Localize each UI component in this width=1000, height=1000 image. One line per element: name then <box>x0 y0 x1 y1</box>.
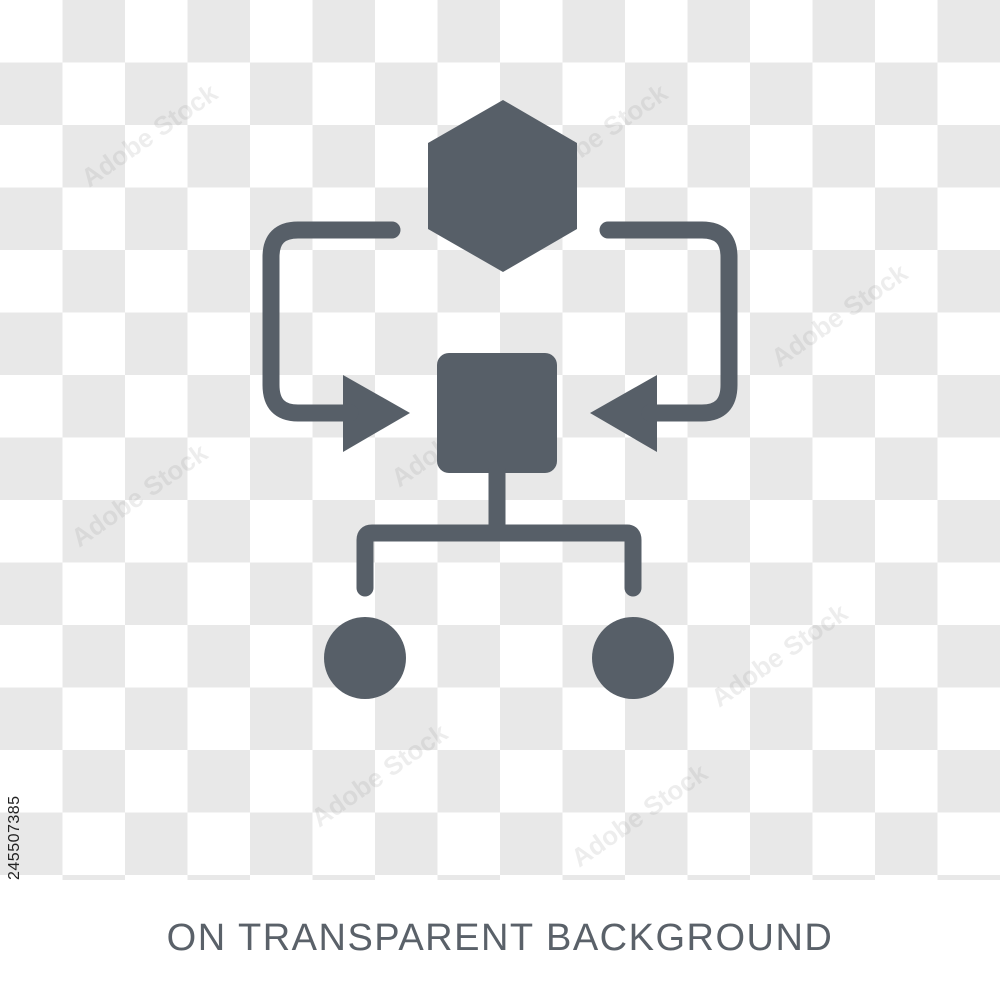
arrow-path-right <box>599 221 738 422</box>
caption-text: ON TRANSPARENT BACKGROUND <box>166 917 834 959</box>
hexagon-node <box>428 100 577 272</box>
square-node <box>437 353 557 473</box>
connector-branch <box>356 524 642 597</box>
arrow-path-left <box>262 221 401 422</box>
circle-node-left <box>324 617 406 699</box>
arrow-head-right <box>590 375 657 452</box>
stock-id-label: 245507385 <box>6 795 23 880</box>
arrow-head-left <box>343 375 410 452</box>
caption-band <box>0 880 1000 1000</box>
circle-node-right <box>592 617 674 699</box>
